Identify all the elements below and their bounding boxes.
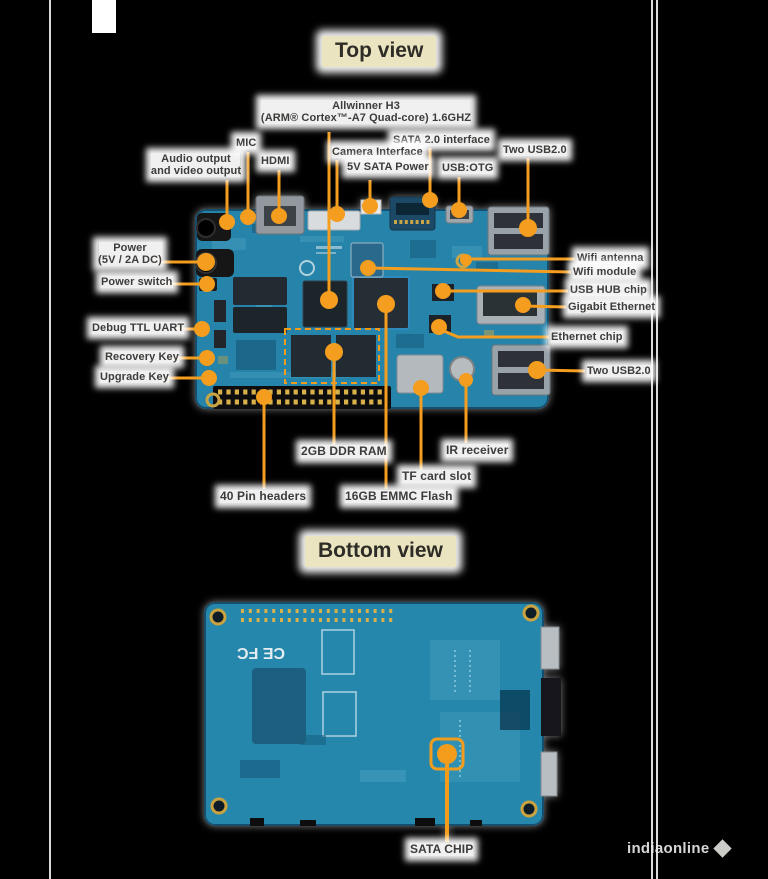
label-ir-receiver: IR receiver bbox=[446, 443, 509, 457]
frame-line-right-1 bbox=[651, 0, 653, 879]
mount-hole-1 bbox=[209, 608, 227, 626]
av-jack-barrel bbox=[196, 218, 216, 238]
mount-hole-3 bbox=[210, 797, 228, 815]
top-board bbox=[195, 195, 551, 409]
bottom-view-title: Bottom view bbox=[305, 536, 456, 567]
label-audio-output: Audio output and video output bbox=[150, 153, 242, 177]
dark-region bbox=[252, 668, 306, 744]
edge-usb-b bbox=[540, 751, 558, 797]
label-two-usb-right: Two USB2.0 bbox=[587, 365, 651, 377]
left-chip-1 bbox=[214, 300, 226, 322]
label-sata-chip: SATA CHIP bbox=[410, 842, 474, 856]
chip-left-a bbox=[233, 277, 287, 305]
label-power-line2: (5V / 2A DC) bbox=[98, 254, 162, 266]
silkscreen-logo bbox=[299, 260, 315, 276]
label-pin-headers: 40 Pin headers bbox=[220, 489, 307, 503]
mount-hole-4 bbox=[520, 800, 538, 818]
frame-line-left bbox=[49, 0, 51, 879]
usb-stack-top bbox=[487, 206, 550, 256]
label-camera-interface: Camera Interface bbox=[332, 146, 423, 158]
sata-chip-annotation bbox=[429, 737, 465, 842]
label-audio-line2: and video output bbox=[150, 165, 242, 177]
label-ddr-ram: 2GB DDR RAM bbox=[301, 444, 387, 458]
pcb-texture-top bbox=[212, 224, 498, 378]
label-allwinner-line2: (ARM® Cortex™-A7 Quad-core) 1.6GHZ bbox=[260, 112, 472, 124]
label-power-line1: Power bbox=[113, 242, 147, 254]
label-emmc-flash: 16GB EMMC Flash bbox=[345, 489, 453, 503]
edge-ethernet bbox=[541, 678, 561, 736]
top-view-title: Top view bbox=[322, 36, 437, 67]
label-power-switch: Power switch bbox=[101, 276, 173, 288]
label-recovery-key: Recovery Key bbox=[105, 351, 179, 363]
label-upgrade-key: Upgrade Key bbox=[100, 371, 169, 383]
label-tf-card: TF card slot bbox=[402, 469, 472, 483]
chip-left-b bbox=[233, 307, 287, 333]
label-sata-interface: SATA 2.0 interface bbox=[393, 134, 490, 146]
mount-hole-2 bbox=[522, 604, 540, 622]
sata-connector bbox=[389, 196, 436, 231]
label-hdmi: HDMI bbox=[261, 155, 290, 167]
left-chip-2 bbox=[214, 330, 226, 348]
bottom-board: CE FC bbox=[204, 602, 561, 842]
ce-fc-marking: CE FC bbox=[237, 644, 285, 661]
label-wifi-antenna: Wifi antenna bbox=[577, 252, 644, 264]
mount-hole-top-board bbox=[205, 392, 221, 408]
white-artifact bbox=[92, 0, 116, 33]
label-audio-line1: Audio output bbox=[161, 153, 231, 165]
label-allwinner-h3: Allwinner H3 (ARM® Cortex™-A7 Quad-core)… bbox=[260, 100, 472, 124]
label-ethernet-chip: Ethernet chip bbox=[551, 331, 623, 343]
ddr-ram-region bbox=[284, 328, 380, 384]
label-wifi-module: Wifi module bbox=[573, 266, 637, 278]
watermark-text: indiaonline bbox=[627, 840, 710, 857]
gpio-solder-rows bbox=[241, 609, 396, 622]
label-power: Power (5V / 2A DC) bbox=[98, 242, 162, 266]
label-allwinner-line1: Allwinner H3 bbox=[332, 100, 400, 112]
label-debug-uart: Debug TTL UART bbox=[92, 322, 185, 334]
label-sata-power: 5V SATA Power bbox=[347, 161, 429, 173]
edge-usb-a bbox=[540, 626, 560, 670]
gpio-header-40pin bbox=[213, 386, 391, 409]
label-two-usb-top: Two USB2.0 bbox=[503, 144, 567, 156]
label-mic: MIC bbox=[236, 137, 257, 149]
frame-line-right-2 bbox=[656, 0, 658, 879]
label-usb-hub-chip: USB HUB chip bbox=[570, 284, 647, 296]
watermark-diamond-icon bbox=[713, 839, 733, 858]
label-usb-otg: USB:OTG bbox=[442, 162, 494, 174]
watermark: indiaonline bbox=[627, 839, 733, 858]
label-gigabit-ethernet: Gigabit Ethernet bbox=[568, 301, 656, 313]
